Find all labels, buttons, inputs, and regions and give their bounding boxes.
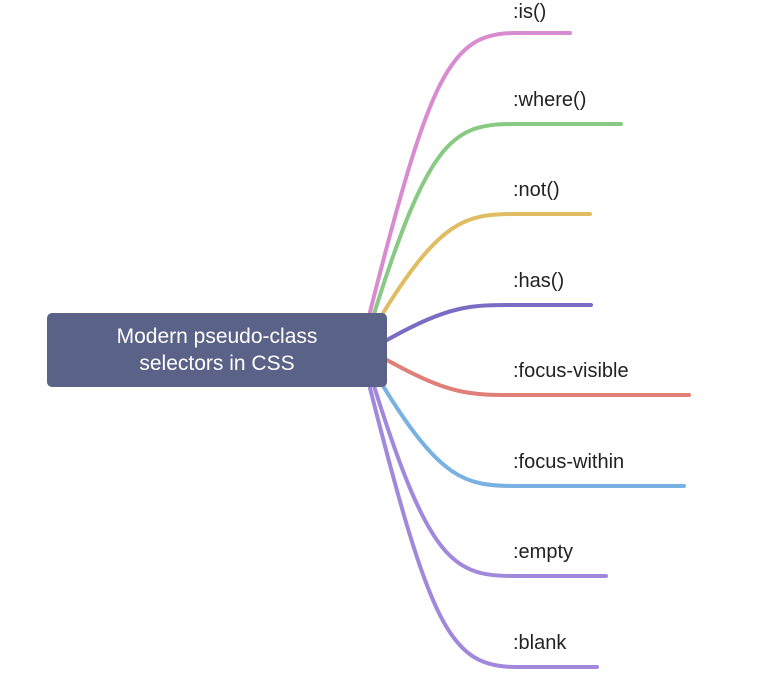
branch-connector-has <box>385 303 593 342</box>
branch-connector-blank <box>368 386 599 669</box>
branch-topic-focus-visible[interactable]: :focus-visible <box>513 360 629 382</box>
root-topic-label: Modern pseudo-class selectors in CSS <box>116 325 318 375</box>
branch-topic-where[interactable]: :where() <box>513 89 587 111</box>
branch-connector-is <box>368 31 572 314</box>
root-topic-node[interactable]: Modern pseudo-class selectors in CSS <box>47 313 387 387</box>
branch-topic-is[interactable]: :is() <box>513 1 547 23</box>
branch-topic-has[interactable]: :has() <box>513 270 565 292</box>
branch-topic-not[interactable]: :not() <box>513 179 560 201</box>
branch-connector-empty <box>372 384 608 578</box>
branch-topic-blank[interactable]: :blank <box>513 632 567 654</box>
branch-topic-empty[interactable]: :empty <box>513 541 574 563</box>
branch-connector-focus-within <box>378 379 686 488</box>
branch-connector-focus-visible <box>385 358 691 397</box>
branch-topic-focus-within[interactable]: :focus-within <box>513 451 625 473</box>
branch-connector-where <box>372 122 623 316</box>
branch-connector-not <box>378 212 592 320</box>
